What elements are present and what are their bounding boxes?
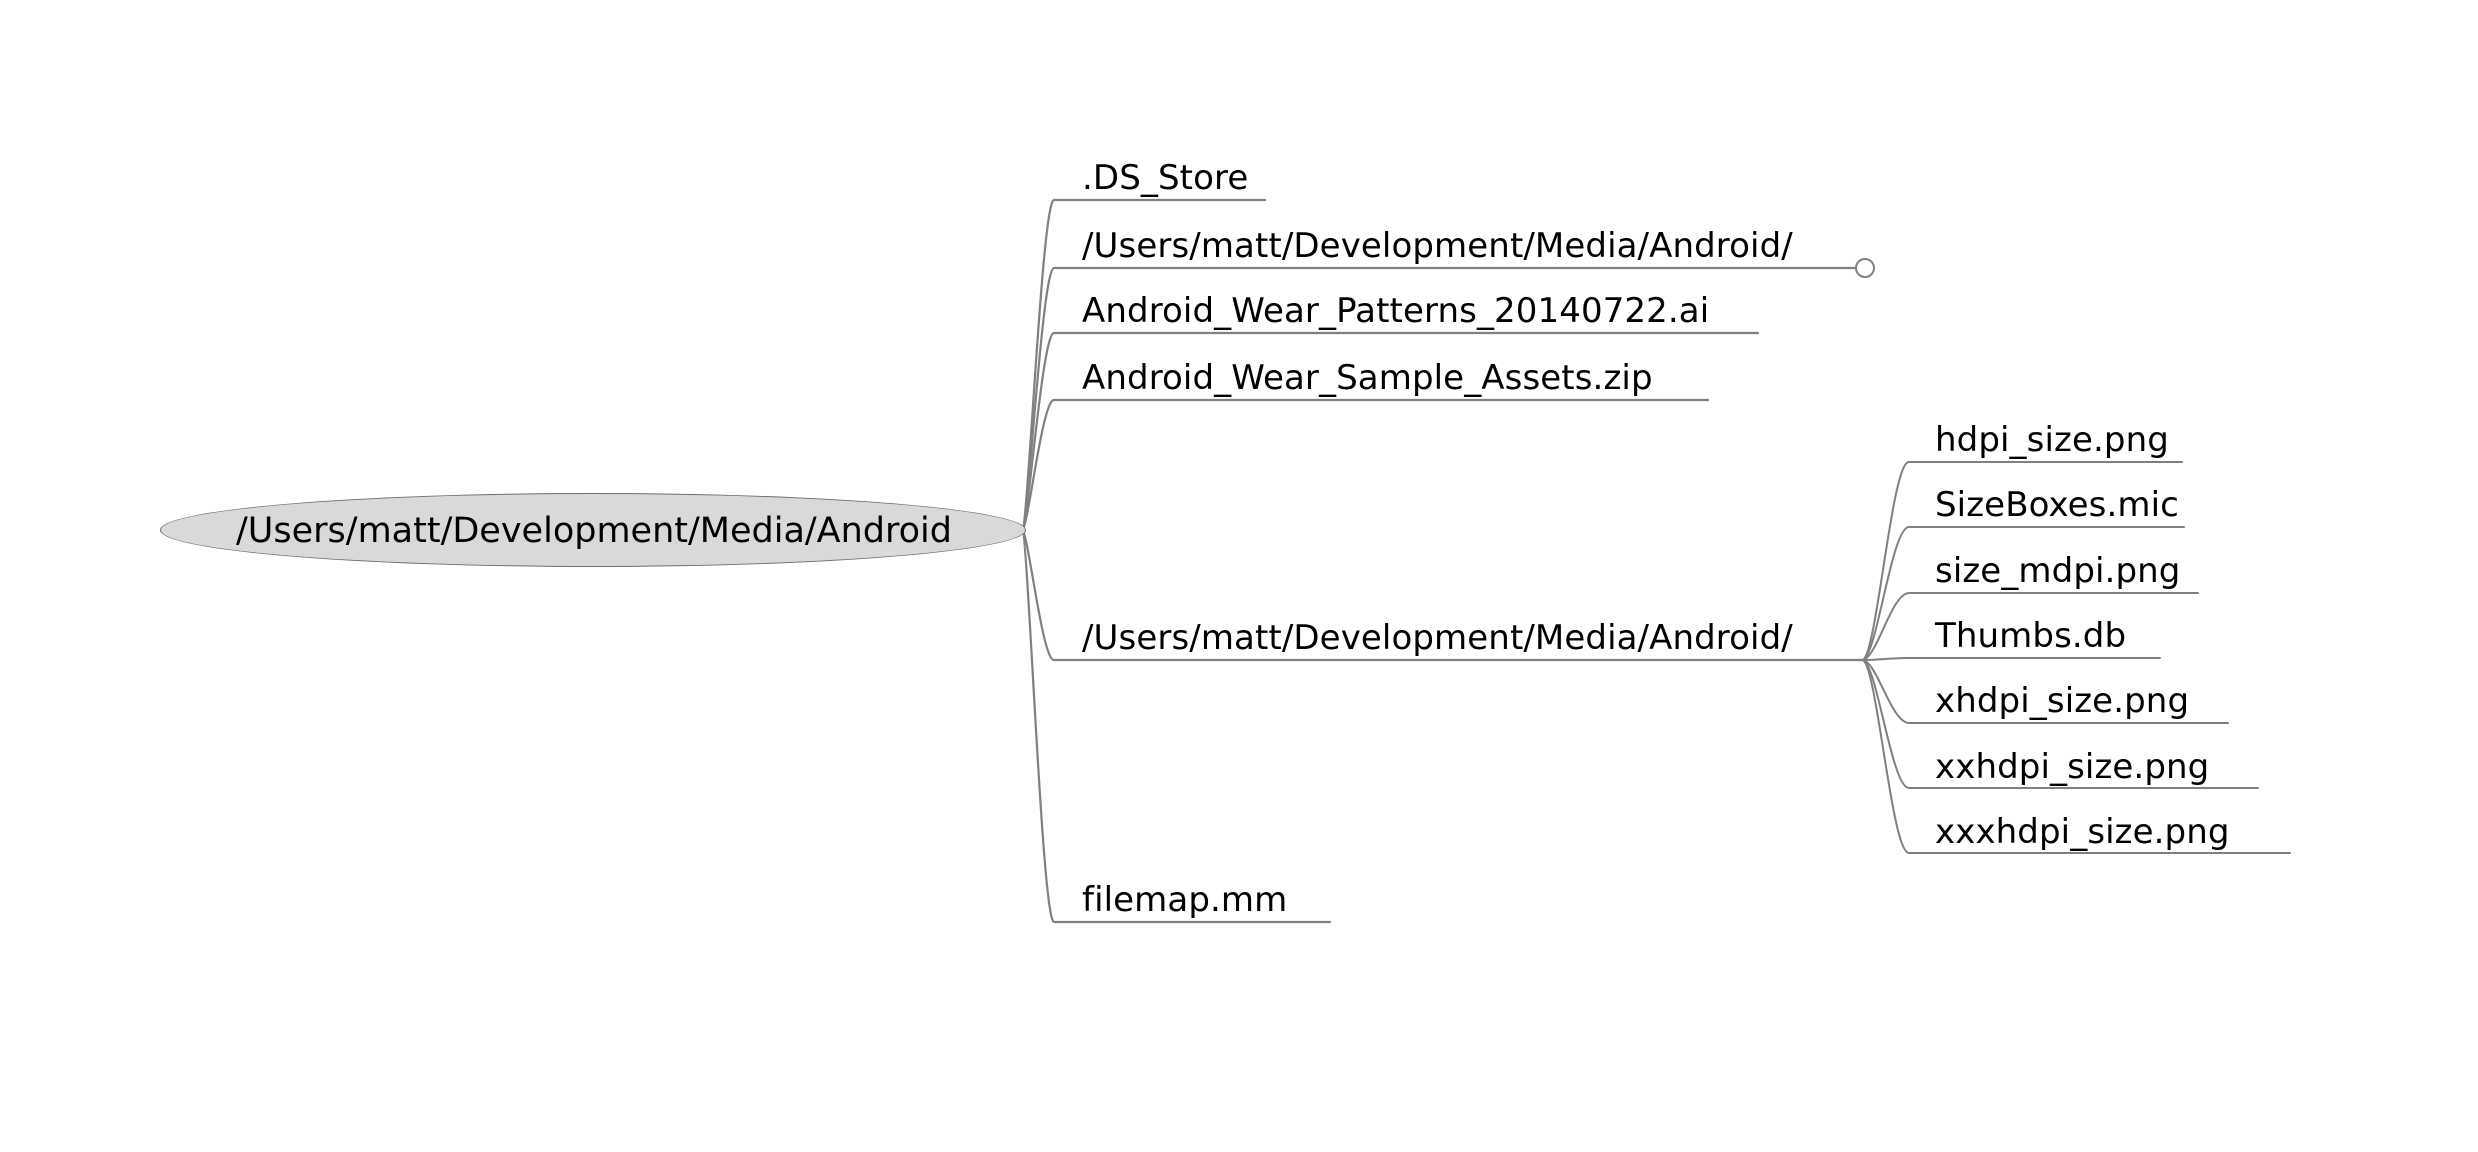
child-node-4-3[interactable]: Thumbs.db <box>1935 616 2127 656</box>
branch-node-1[interactable]: /Users/matt/Development/Media/Android/ <box>1082 226 1793 266</box>
child-node-4-4[interactable]: xhdpi_size.png <box>1935 681 2190 721</box>
child-node-4-6[interactable]: xxxhdpi_size.png <box>1935 812 2230 852</box>
branch-node-3[interactable]: Android_Wear_Sample_Assets.zip <box>1082 358 1653 398</box>
collapsed-node-indicator[interactable] <box>1855 258 1875 278</box>
branch-node-0[interactable]: .DS_Store <box>1082 158 1249 198</box>
branch-node-4[interactable]: /Users/matt/Development/Media/Android/ <box>1082 618 1793 658</box>
child-node-4-1[interactable]: SizeBoxes.mic <box>1935 485 2179 525</box>
child-node-4-2[interactable]: size_mdpi.png <box>1935 551 2181 591</box>
child-node-4-0[interactable]: hdpi_size.png <box>1935 420 2169 460</box>
branch-node-2[interactable]: Android_Wear_Patterns_20140722.ai <box>1082 291 1710 331</box>
root-node[interactable]: /Users/matt/Development/Media/Android <box>160 493 1026 567</box>
branch-node-5[interactable]: filemap.mm <box>1082 880 1288 920</box>
root-node-label: /Users/matt/Development/Media/Android <box>235 511 952 551</box>
child-node-4-5[interactable]: xxhdpi_size.png <box>1935 747 2210 787</box>
